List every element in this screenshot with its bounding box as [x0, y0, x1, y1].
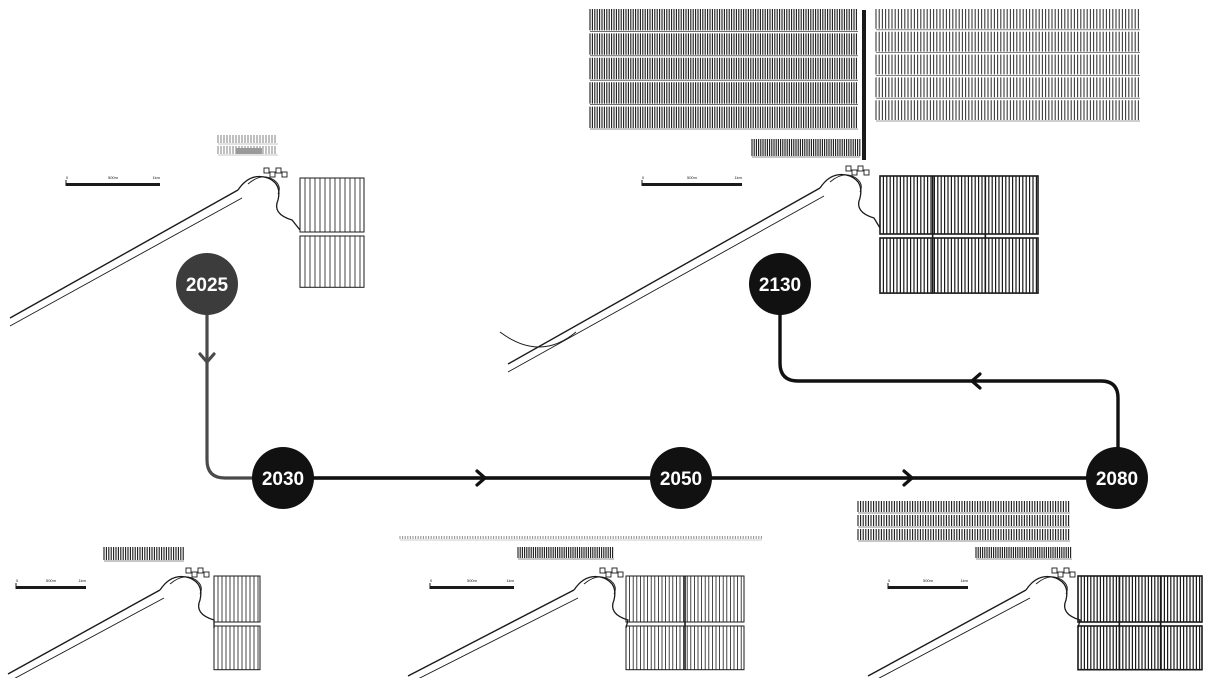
- year-node-2130: 2130: [749, 253, 811, 315]
- year-label: 2030: [262, 469, 304, 490]
- expansion-yard-block: [976, 547, 1072, 559]
- container-yard-block: [214, 626, 260, 670]
- scale-bar: 0 500m 1km: [430, 578, 515, 589]
- container-yard-block: [1078, 626, 1202, 670]
- container-yard-block: [880, 176, 1038, 234]
- causeway: [408, 598, 578, 678]
- scale-bar-label: 0: [642, 175, 645, 180]
- scale-bar-label: 0: [430, 578, 433, 583]
- port-plan-2050: 0 500m 1km: [400, 536, 762, 678]
- expansion-yard-block: [518, 547, 614, 559]
- terminal-road: [1026, 577, 1080, 629]
- gate-structure: [270, 172, 275, 177]
- expansion-yard-block: [752, 139, 860, 157]
- coastline: [500, 332, 576, 347]
- gate-structure: [618, 572, 623, 577]
- scale-bar-label: 500m: [687, 175, 698, 180]
- gate-structure: [282, 172, 287, 177]
- scale-bar-label: 1km: [960, 578, 968, 583]
- terminal-road: [248, 177, 279, 194]
- gate-structure: [186, 568, 191, 573]
- gate-structure: [1064, 568, 1069, 573]
- scale-bar-label: 500m: [46, 578, 57, 583]
- expansion-yard-block: [876, 9, 1140, 121]
- terminal-road: [830, 175, 861, 192]
- gate-structure: [846, 166, 851, 171]
- expansion-yard-block: [590, 9, 858, 129]
- port-plan-2080: 0 500m 1km: [858, 501, 1202, 678]
- causeway: [868, 590, 1026, 676]
- year-node-2080: 2080: [1086, 447, 1148, 509]
- gate-structure: [1070, 572, 1075, 577]
- causeway: [8, 598, 164, 678]
- scale-bar-label: 500m: [108, 175, 119, 180]
- terminal-road: [238, 177, 300, 231]
- scale-bar-label: 1km: [506, 578, 514, 583]
- gate-structure: [204, 572, 209, 577]
- scale-bar-label: 0: [66, 175, 69, 180]
- planned-area: [236, 148, 262, 154]
- scale-bar-label: 0: [16, 578, 19, 583]
- expansion-yard-block: [104, 547, 184, 561]
- scale-bar-label: 500m: [923, 578, 934, 583]
- year-label: 2050: [660, 469, 702, 490]
- terminal-road: [160, 577, 214, 629]
- scale-bar: 0 500m 1km: [888, 578, 969, 589]
- terminal-road: [1036, 577, 1067, 594]
- gate-structure: [264, 168, 269, 173]
- timeline-line: [780, 284, 1118, 478]
- gate-structure: [192, 572, 197, 577]
- gate-structure: [852, 170, 857, 175]
- terminal-road: [574, 577, 628, 629]
- scale-bar-label: 500m: [467, 578, 478, 583]
- terminal-road: [820, 175, 880, 229]
- expansion-yard-block: [400, 536, 762, 540]
- scale-bar: 0 500m 1km: [66, 175, 161, 186]
- timeline-connectors: [200, 284, 1118, 485]
- port-plan-2030: 0 500m 1km: [8, 547, 260, 678]
- causeway: [408, 590, 574, 676]
- year-label: 2080: [1096, 469, 1138, 490]
- scale-bar-label: 1km: [734, 175, 742, 180]
- container-yard-block: [880, 238, 1038, 293]
- expansion-yard-block: [858, 501, 1070, 541]
- gate-structure: [276, 168, 281, 173]
- causeway: [8, 590, 160, 674]
- scale-bar: 0 500m 1km: [16, 578, 87, 589]
- scale-bar-label: 1km: [152, 175, 160, 180]
- container-yard-block: [300, 236, 364, 287]
- year-label: 2025: [186, 275, 229, 296]
- year-node-2050: 2050: [650, 447, 712, 509]
- container-yard-block: [1078, 576, 1202, 622]
- port-plan-2130: 0 500m 1km: [500, 9, 1140, 372]
- terminal-road: [170, 577, 201, 594]
- port-plan-drawings: 0 500m 1km 0 500m 1km 0 500m 1km 0 500m 1km 0 500m 1km: [8, 9, 1202, 678]
- terminal-road: [584, 577, 615, 594]
- gate-structure: [864, 170, 869, 175]
- year-node-2025: 2025: [176, 253, 238, 315]
- gate-structure: [198, 568, 203, 573]
- gate-structure: [1052, 568, 1057, 573]
- scale-bar: 0 500m 1km: [642, 175, 743, 186]
- gate-structure: [858, 166, 863, 171]
- gate-structure: [612, 568, 617, 573]
- scale-bar-label: 0: [888, 578, 891, 583]
- gate-structure: [600, 568, 605, 573]
- gate-structure: [1058, 572, 1063, 577]
- year-label: 2130: [759, 275, 801, 296]
- container-yard-block: [300, 178, 364, 232]
- year-node-2030: 2030: [252, 447, 314, 509]
- gate-structure: [606, 572, 611, 577]
- container-yard-block: [214, 576, 260, 622]
- scale-bar-label: 1km: [78, 578, 86, 583]
- causeway: [868, 598, 1030, 678]
